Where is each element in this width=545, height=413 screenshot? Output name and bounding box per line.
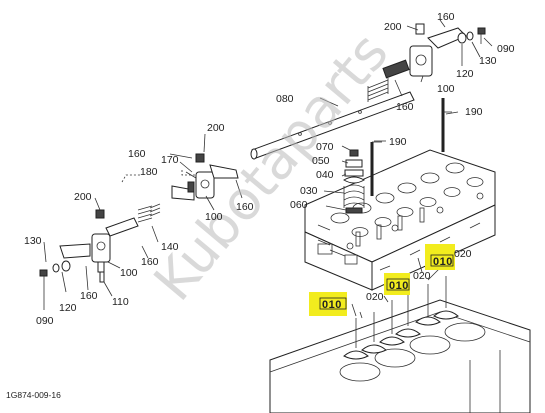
part-label-200[interactable]: 200	[384, 21, 402, 33]
part-label-160[interactable]: 160	[141, 256, 159, 268]
part-label-080[interactable]: 080	[276, 93, 294, 105]
part-label-040[interactable]: 040	[316, 169, 334, 181]
highlight-box-010-left	[309, 292, 347, 316]
diagram-reference-code: 1G874-009-16	[6, 390, 61, 400]
engine-block-drawing	[269, 299, 531, 413]
part-label-010-middle[interactable]: 010	[389, 280, 409, 292]
part-label-130[interactable]: 130	[479, 55, 497, 67]
part-label-020[interactable]: 020	[413, 270, 431, 282]
part-label-020[interactable]: 020	[454, 248, 472, 260]
part-label-160[interactable]: 160	[128, 148, 146, 160]
rocker-assembly-left	[39, 205, 153, 283]
rocker-assembly-top-right	[367, 23, 486, 102]
part-label-060[interactable]: 060	[290, 199, 308, 211]
part-label-160[interactable]: 160	[236, 201, 254, 213]
part-label-100[interactable]: 100	[205, 211, 223, 223]
highlight-boxes: 010 010 010	[309, 244, 455, 316]
part-labels: 200 160 090 120 130 080 160 100 190 200 …	[24, 11, 515, 327]
part-label-160[interactable]: 160	[437, 11, 455, 23]
part-label-160[interactable]: 160	[80, 290, 98, 302]
valves-drawing	[343, 276, 459, 360]
rocker-shaft-drawing	[250, 91, 415, 160]
part-label-200[interactable]: 200	[207, 122, 225, 134]
rocker-assembly-middle	[149, 153, 239, 217]
highlight-box-010-middle	[384, 273, 410, 295]
part-label-070[interactable]: 070	[316, 141, 334, 153]
part-label-140[interactable]: 140	[161, 241, 179, 253]
part-label-190[interactable]: 190	[465, 106, 483, 118]
part-label-050[interactable]: 050	[312, 155, 330, 167]
part-label-190[interactable]: 190	[389, 136, 407, 148]
part-label-170[interactable]: 170	[161, 154, 179, 166]
part-label-120[interactable]: 120	[59, 302, 77, 314]
part-label-180[interactable]: 180	[140, 166, 158, 178]
part-label-090[interactable]: 090	[497, 43, 515, 55]
part-label-030[interactable]: 030	[300, 185, 318, 197]
part-label-100[interactable]: 100	[437, 83, 455, 95]
part-label-130[interactable]: 130	[24, 235, 42, 247]
part-label-010-left[interactable]: 010	[322, 299, 342, 311]
part-label-200[interactable]: 200	[74, 191, 92, 203]
part-label-010-right[interactable]: 010	[433, 256, 453, 268]
studs-drawing	[370, 98, 452, 196]
part-label-160[interactable]: 160	[396, 101, 414, 113]
part-label-110[interactable]: 110	[112, 296, 129, 308]
part-label-020[interactable]: 020	[366, 291, 384, 303]
part-label-100[interactable]: 100	[120, 267, 138, 279]
valve-spring-stack-drawing	[343, 149, 365, 214]
part-label-090[interactable]: 090	[36, 315, 54, 327]
part-label-120[interactable]: 120	[456, 68, 474, 80]
